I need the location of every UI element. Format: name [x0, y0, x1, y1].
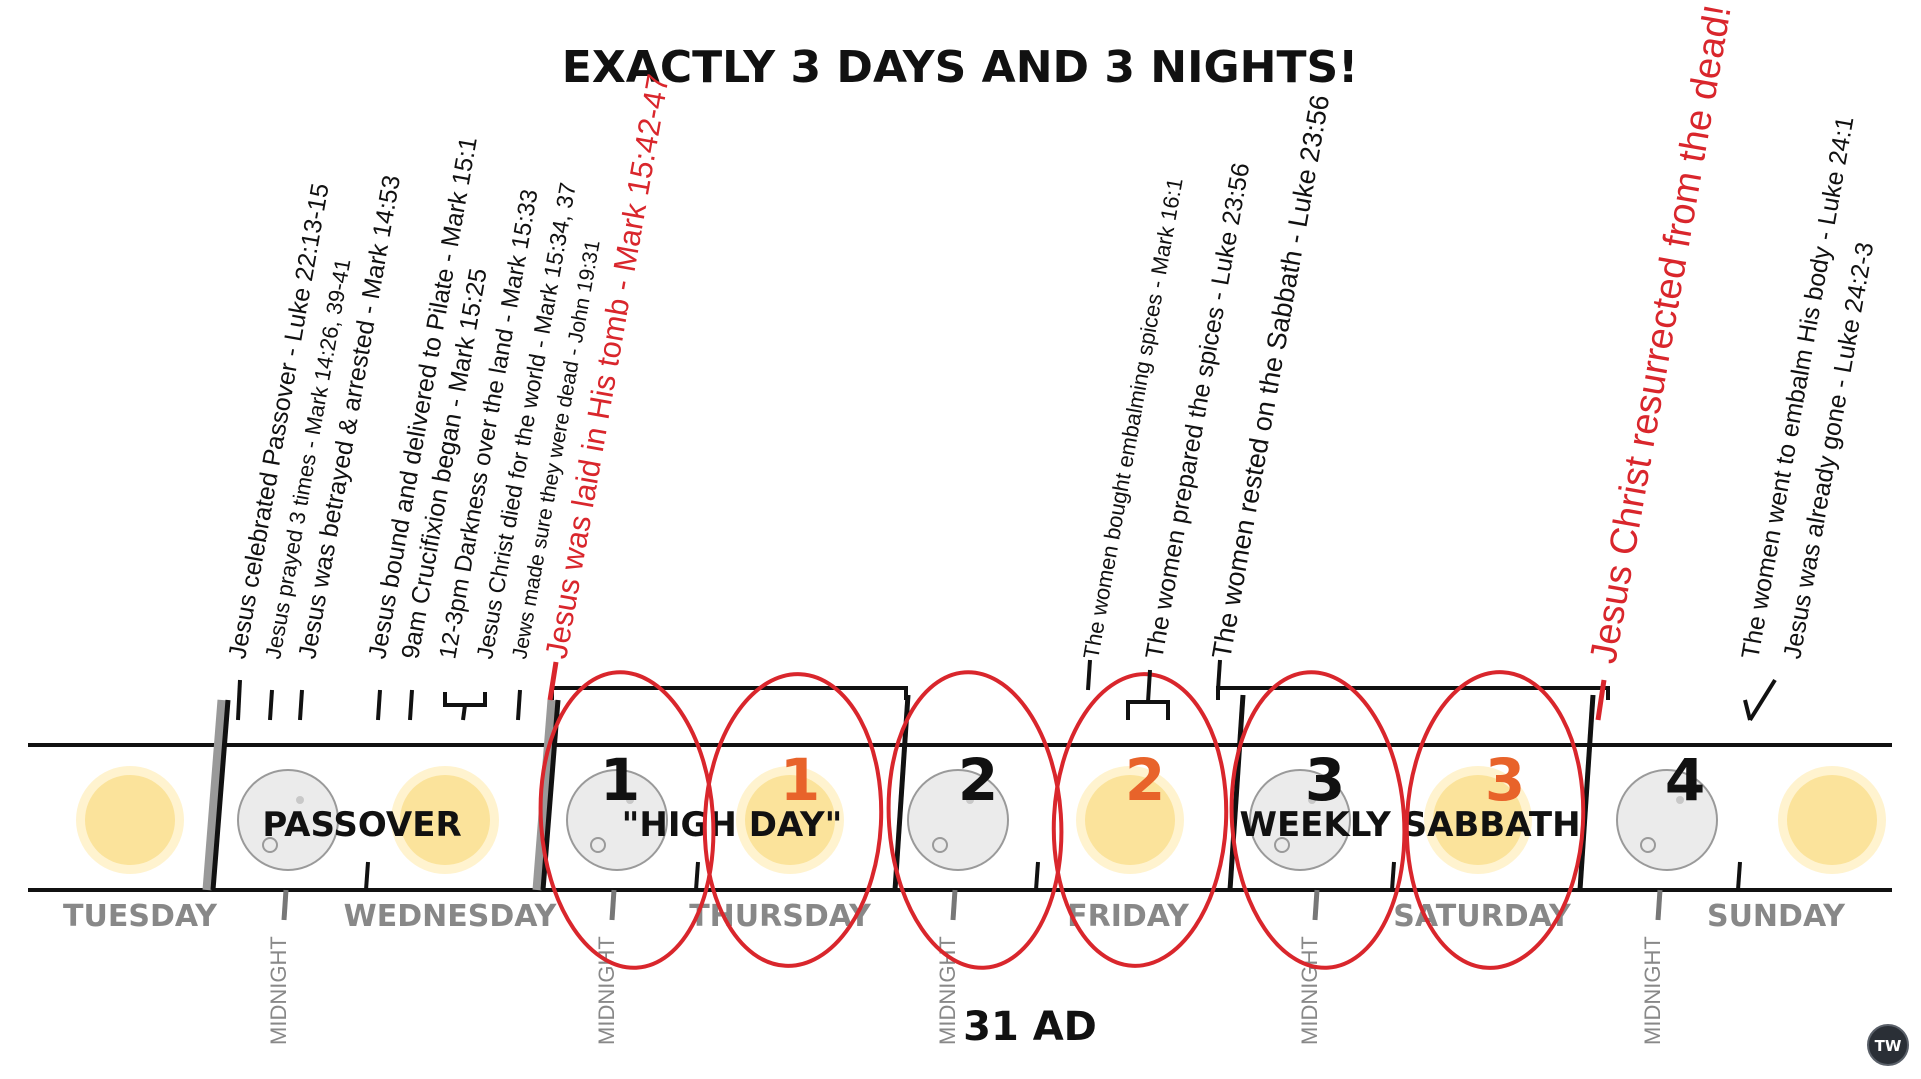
- midnight-tick: [1312, 889, 1320, 921]
- bracket-weekly-sabbath: [1216, 686, 1610, 700]
- sunrise-marker: [1390, 861, 1396, 891]
- count-number: 2: [958, 746, 998, 814]
- sun-icon: [391, 766, 499, 874]
- midnight-label: MIDNIGHT: [935, 936, 960, 1045]
- annotation-pointer-tomb: [547, 661, 559, 701]
- sunrise-marker: [694, 861, 700, 891]
- midnight-tick: [281, 889, 289, 921]
- sun-icon: [76, 766, 184, 874]
- sunrise-marker: [1736, 861, 1742, 891]
- band-label-high-day: "HIGH DAY": [622, 805, 843, 845]
- year-label: 31 AD: [963, 1004, 1097, 1050]
- day-label-tuesday: TUESDAY: [63, 899, 218, 934]
- day-label-sunday: SUNDAY: [1707, 899, 1846, 934]
- bracket-high-day: [550, 686, 908, 700]
- sun-icon: [1778, 766, 1886, 874]
- day-label-wednesday: WEDNESDAY: [344, 899, 558, 934]
- moon-icon: [907, 769, 1009, 871]
- sunset-marker: [202, 699, 231, 891]
- moon-icon: [1616, 769, 1718, 871]
- moon-icon: [566, 769, 668, 871]
- sun-icon: [1076, 766, 1184, 874]
- annotation-pointer-resurrection: [1595, 679, 1607, 721]
- midnight-tick: [609, 889, 617, 921]
- diagram-title: EXACTLY 3 DAYS AND 3 NIGHTS!: [562, 42, 1358, 93]
- moon-icon: [1249, 769, 1351, 871]
- count-number: 1: [600, 746, 640, 814]
- midnight-tick: [950, 889, 958, 921]
- band-label-weekly-sabbath: WEEKLY SABBATH: [1239, 805, 1580, 845]
- midnight-label: MIDNIGHT: [1640, 936, 1665, 1045]
- moon-icon: [237, 769, 339, 871]
- annotation-text-resurrection: Jesus Christ resurrected from the dead!: [1583, 2, 1740, 667]
- annotation-pointers: [236, 659, 1777, 722]
- sunset-marker: [1577, 694, 1596, 891]
- midnight-label: MIDNIGHT: [266, 936, 291, 1045]
- sunrise-marker: [1034, 861, 1040, 891]
- midnight-tick: [1655, 889, 1663, 921]
- logo-text: TW: [1875, 1037, 1902, 1055]
- sun-icon: [1424, 766, 1532, 874]
- sunset-marker: [1227, 694, 1246, 891]
- channel-logo: TW: [1867, 1024, 1909, 1066]
- count-number: 3: [1305, 746, 1345, 814]
- sun-icon: [736, 766, 844, 874]
- sunrise-marker: [364, 861, 370, 891]
- count-number: 4: [1665, 746, 1705, 814]
- day-label-friday: FRIDAY: [1067, 899, 1190, 934]
- sunset-marker: [892, 694, 911, 891]
- band-label-passover: PASSOVER: [262, 805, 461, 845]
- midnight-label: MIDNIGHT: [1297, 936, 1322, 1045]
- count-number: 1: [780, 746, 820, 814]
- red-period-circles: [538, 670, 1586, 970]
- count-number: 2: [1125, 746, 1165, 814]
- count-number: 3: [1485, 746, 1525, 814]
